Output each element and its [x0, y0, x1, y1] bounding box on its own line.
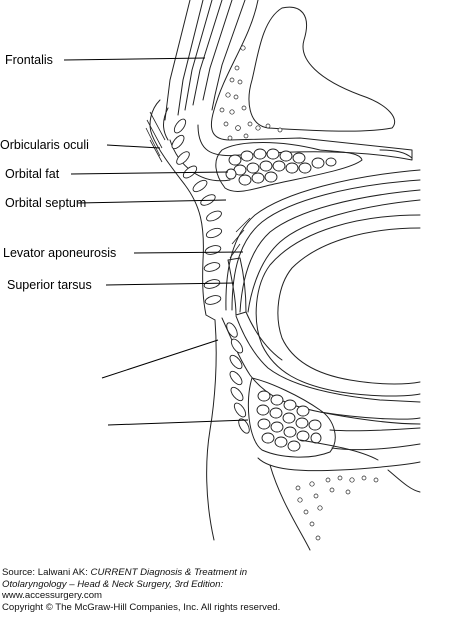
label-levator-aponeurosis: Levator aponeurosis [3, 246, 116, 260]
caption-url: www.accessurgery.com [2, 590, 103, 602]
frontalis-muscle [164, 0, 246, 121]
orbital-fat-upper [215, 142, 363, 192]
label-orbital-fat: Orbital fat [5, 167, 60, 181]
upper-lid-skin [145, 99, 216, 321]
eyelid-anatomy-diagram: Frontalis Orbicularis oculi Orbital fat … [0, 0, 421, 551]
label-superior-tarsus: Superior tarsus [7, 278, 92, 292]
caption-book-title-1: CURRENT Diagnosis & Treatment in [90, 567, 248, 578]
eye-globe [255, 214, 421, 397]
caption-source-prefix: Source: Lalwani AK: [2, 567, 91, 578]
label-orbital-septum: Orbital septum [5, 196, 86, 210]
label-frontalis: Frontalis [5, 53, 53, 67]
caption-copyright: Copyright © The McGraw-Hill Companies, I… [2, 601, 281, 613]
orbicularis-oculi-muscle [171, 118, 223, 305]
labels: Frontalis Orbicularis oculi Orbital fat … [0, 53, 116, 292]
source-caption: Source: Lalwani AK: CURRENT Diagnosis & … [2, 567, 457, 613]
maxilla-dots [295, 475, 379, 541]
leader-lines [63, 57, 249, 426]
caption-book-title-2: Otolaryngology – Head & Neck Surgery, 3r… [2, 578, 224, 590]
bone-marrow-dots [219, 45, 283, 141]
caption-source-line: Source: Lalwani AK: CURRENT Diagnosis & … [2, 567, 457, 579]
levator-aponeurosis [225, 169, 421, 313]
label-orbicularis-oculi: Orbicularis oculi [0, 138, 89, 152]
orbital-floor [257, 411, 421, 551]
orbital-fat-lower [247, 377, 336, 458]
